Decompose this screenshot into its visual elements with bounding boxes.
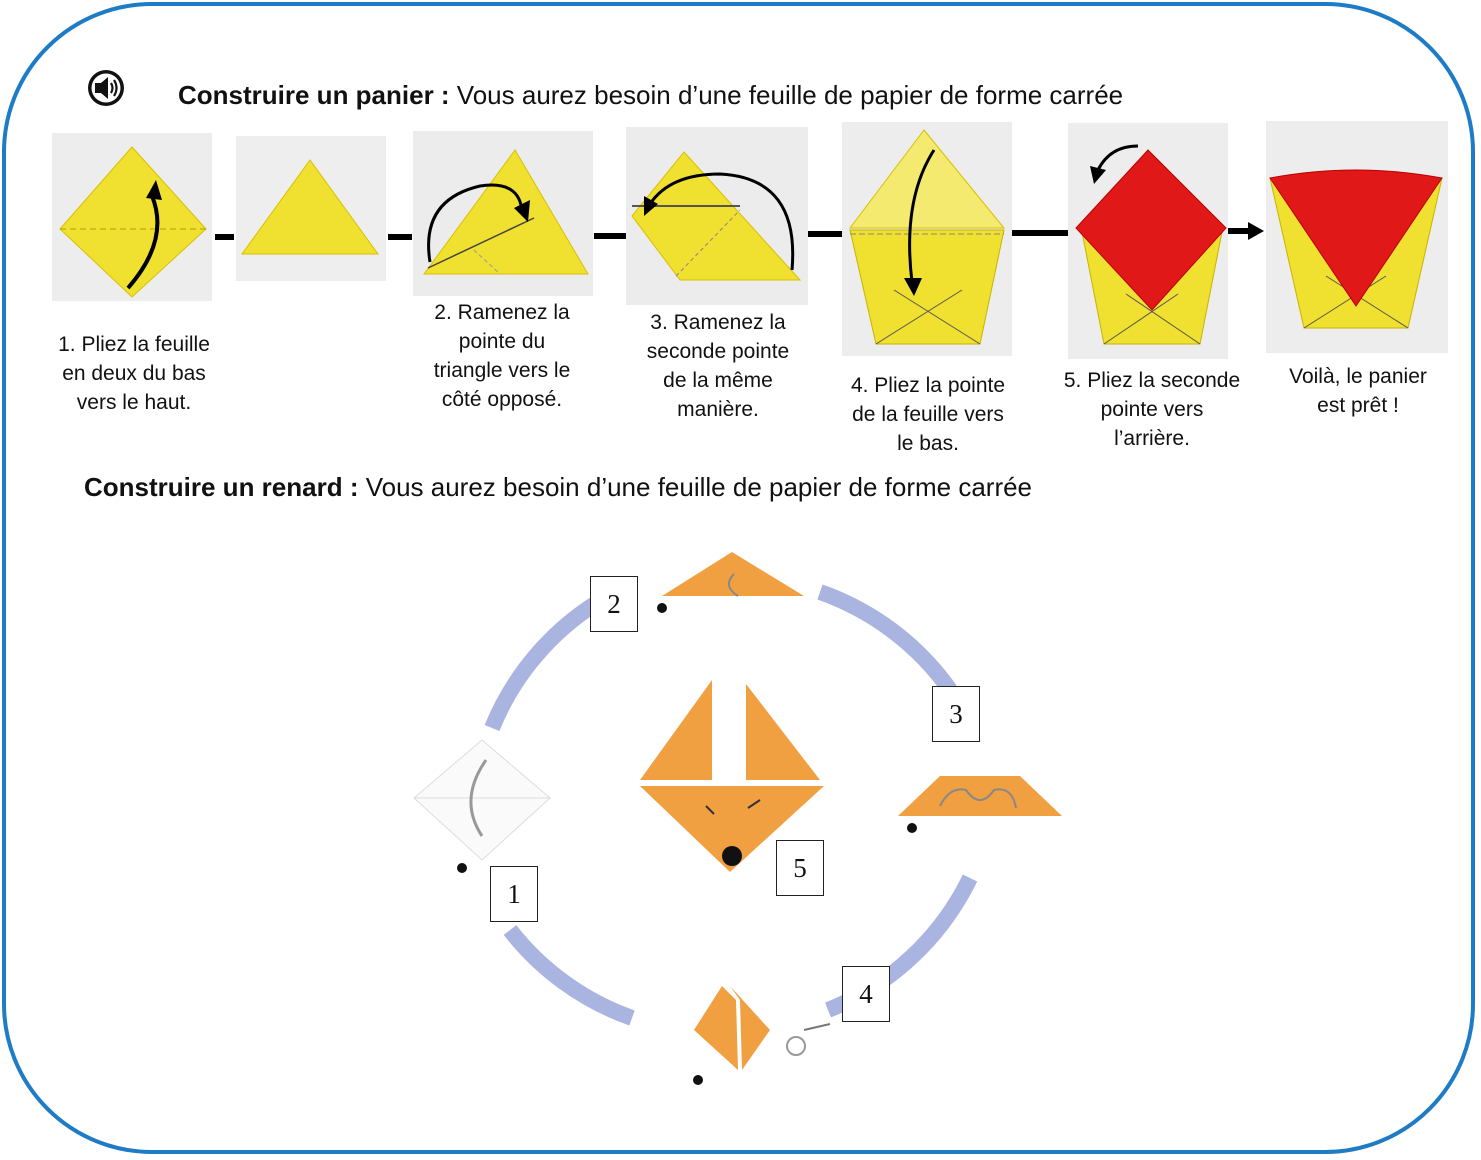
panier-title: Construire un panier : Vous aurez besoin… [178, 80, 1123, 111]
renard-title-rest: Vous aurez besoin d’une feuille de papie… [358, 472, 1033, 502]
arrow-head [1248, 222, 1264, 240]
renard-title-bold: Construire un renard : [84, 472, 359, 502]
panier-final-image [1266, 121, 1448, 353]
renard-label-3: 3 [932, 686, 980, 742]
renard-step-5-image [640, 680, 824, 872]
panier-final-caption: Voilà, le panier est prêt ! [1270, 362, 1446, 420]
panier-step-triangle-image [236, 136, 386, 281]
panier-step-4-caption: 4. Pliez la pointe de la feuille vers le… [834, 371, 1022, 458]
panier-step-3-caption: 3. Ramenez la seconde pointe de la même … [626, 308, 810, 424]
panier-title-bold: Construire un panier : [178, 80, 450, 110]
caption-text: 1. Pliez la feuille en deux du bas vers … [58, 333, 210, 414]
caption-text: Voilà, le panier est prêt ! [1289, 365, 1427, 417]
panier-step-1-image [52, 133, 212, 301]
panier-step-5-image [1068, 123, 1228, 359]
cycle-arc-2 [817, 584, 957, 695]
renard-step-3-image [898, 776, 1062, 833]
panier-step-4-image [842, 122, 1012, 356]
caption-text: 3. Ramenez la seconde pointe de la même … [646, 311, 790, 421]
renard-label-1: 1 [490, 866, 538, 922]
renard-label-2: 2 [590, 576, 638, 632]
renard-step-1-image [413, 739, 551, 873]
panier-step-1-caption: 1. Pliez la feuille en deux du bas vers … [44, 330, 224, 417]
panier-step-2-image [413, 131, 593, 296]
caption-text: 5. Pliez la seconde pointe vers l’arrièr… [1063, 369, 1241, 450]
renard-label-5: 5 [776, 840, 824, 896]
renard-title: Construire un renard : Vous aurez besoin… [84, 472, 1032, 503]
caption-text: 4. Pliez la pointe de la feuille vers le… [850, 374, 1006, 455]
cycle-arc-1 [484, 595, 603, 732]
renard-step-2-image [657, 552, 804, 613]
cycle-arc-4 [503, 925, 635, 1026]
caption-text: 2. Ramenez la pointe du triangle vers le… [433, 301, 571, 411]
panier-title-rest: Vous aurez besoin d’une feuille de papie… [449, 80, 1124, 110]
panier-step-2-caption: 2. Ramenez la pointe du triangle vers le… [412, 298, 592, 414]
speaker-icon[interactable] [86, 68, 126, 108]
renard-label-4: 4 [842, 966, 890, 1022]
renard-step-4-image [693, 986, 831, 1085]
panier-step-5-caption: 5. Pliez la seconde pointe vers l’arrièr… [1050, 366, 1254, 453]
panier-step-3-image [626, 127, 808, 305]
